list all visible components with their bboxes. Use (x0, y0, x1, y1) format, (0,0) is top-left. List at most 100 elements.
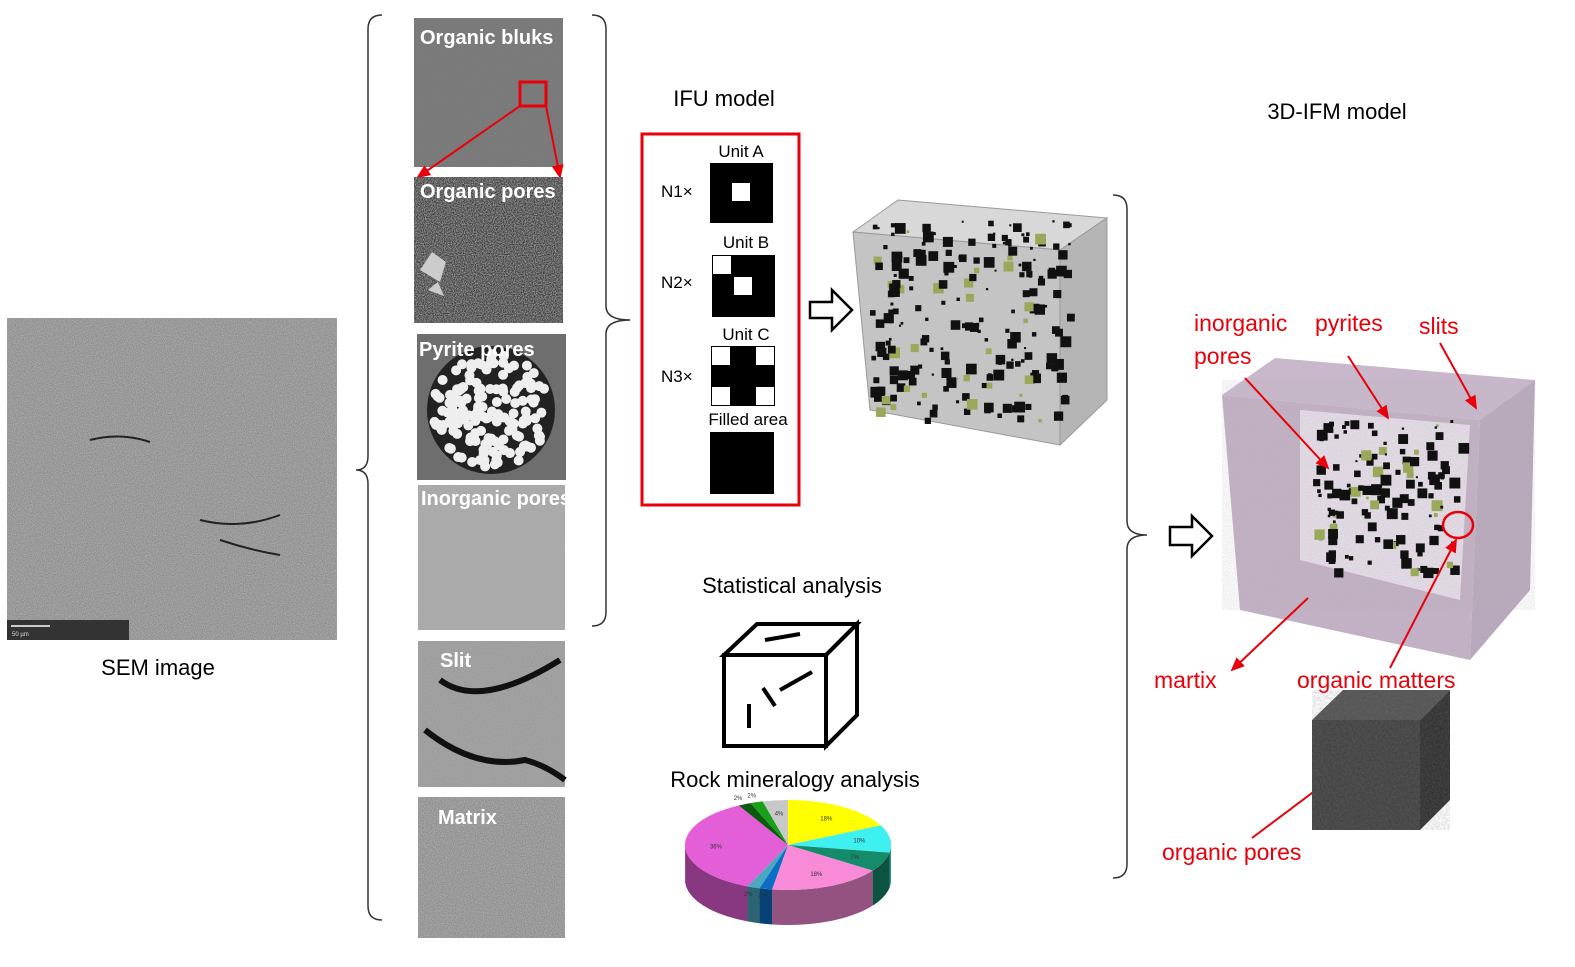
pore-mark (969, 273, 977, 282)
pore-mark (995, 354, 1006, 365)
pore-mark (900, 321, 904, 325)
pyrite-mark (965, 293, 974, 302)
pore-mark (1355, 460, 1358, 463)
pore-mark (1067, 223, 1072, 228)
pyrite-mark (1024, 375, 1034, 385)
pore-mark (1350, 420, 1360, 430)
pore-mark (1354, 470, 1361, 478)
pore-mark (1012, 405, 1020, 413)
pore-mark (890, 223, 896, 228)
pie-slice (762, 800, 788, 845)
pore-mark (1407, 499, 1415, 506)
pyrite-crystal (498, 434, 509, 445)
pore-mark (1438, 472, 1445, 479)
pyrite-mark (1378, 447, 1387, 455)
pie-slice (750, 801, 788, 845)
pyrite-crystal (475, 383, 486, 394)
thumb-slit: Slit (418, 641, 567, 787)
pyrite-crystal (526, 383, 537, 394)
pore-mark (940, 351, 950, 361)
pyrite-mark (1023, 318, 1028, 324)
brace-to-ifm (1112, 194, 1148, 879)
pyrite-mark (1314, 529, 1325, 540)
pore-mark (1024, 347, 1027, 350)
pyrite-mark (1372, 466, 1384, 478)
pore-mark (1053, 243, 1060, 250)
pore-mark (915, 305, 922, 312)
svg-text:Unit A: Unit A (718, 142, 764, 161)
pore-mark (983, 257, 995, 268)
pyrite-crystal (463, 420, 474, 431)
pyrite-mark (1024, 302, 1034, 312)
svg-text:Organic pores: Organic pores (420, 181, 556, 203)
pore-mark (943, 386, 949, 392)
pore-mark (1442, 466, 1450, 475)
pore-mark (882, 353, 890, 361)
pyrite-mark (956, 377, 959, 380)
pore-mark (1002, 241, 1006, 245)
pore-mark (1047, 269, 1057, 279)
pie-label: 2% (747, 794, 756, 800)
pore-mark (1063, 269, 1073, 279)
svg-text:organic matters: organic matters (1297, 667, 1456, 693)
pyrite-mark (1038, 418, 1042, 423)
pore-mark (973, 257, 980, 264)
pore-mark (932, 232, 936, 236)
pore-mark (1429, 474, 1440, 486)
pyrite-mark (921, 392, 927, 398)
pore-mark (898, 268, 909, 279)
svg-text:Inorganic pores: Inorganic pores (421, 488, 571, 510)
pore-mark (1053, 289, 1062, 299)
svg-text:Organic bluks: Organic bluks (420, 27, 553, 49)
pore-mark (985, 288, 989, 291)
svg-text:Unit C: Unit C (722, 325, 769, 344)
svg-text:Slit: Slit (440, 650, 471, 672)
pore-mark (1021, 233, 1025, 237)
pore-mark (1406, 479, 1415, 489)
pore-mark (1057, 411, 1061, 416)
pore-mark (1437, 525, 1444, 532)
pore-mark (1007, 338, 1017, 349)
pore-mark (1348, 556, 1354, 561)
pore-mark (877, 347, 887, 357)
pore-mark (944, 271, 949, 276)
pore-mark (1402, 456, 1411, 465)
pyrite-crystal (504, 448, 515, 459)
pore-mark (938, 280, 948, 289)
pyrite-crystal (504, 425, 515, 436)
pore-mark (875, 262, 883, 271)
pore-mark (921, 335, 930, 343)
pore-mark (956, 400, 960, 404)
pore-mark (1005, 239, 1012, 246)
pyrite-mark (963, 374, 970, 382)
pore-mark (1318, 493, 1322, 498)
pyrite-crystal (457, 359, 468, 370)
pore-mark (1401, 512, 1409, 520)
pore-mark (969, 323, 979, 332)
pore-mark (908, 276, 914, 281)
pore-mark (1313, 479, 1321, 487)
svg-text:N3×: N3× (661, 367, 693, 386)
pore-mark (883, 313, 894, 324)
pore-mark (1010, 331, 1021, 343)
pyrite-crystal (511, 430, 522, 441)
pie-label: 2% (744, 892, 753, 898)
pore-mark (932, 404, 938, 411)
pie-slice-side (772, 870, 873, 925)
pore-mark (1026, 271, 1033, 278)
pyrite-crystal (504, 416, 515, 427)
pyrite-crystal (530, 413, 541, 424)
pyrite-crystal (487, 446, 498, 457)
pyrite-mark (1318, 536, 1324, 541)
pore-mark (1334, 568, 1344, 578)
pyrite-crystal (458, 382, 469, 393)
pyrite-crystal (437, 405, 448, 416)
svg-text:slits: slits (1419, 313, 1459, 339)
pore-mark (941, 300, 946, 305)
pore-mark (1020, 359, 1025, 363)
pore-mark (1058, 250, 1068, 260)
pore-mark (987, 233, 996, 241)
svg-text:Matrix: Matrix (438, 807, 497, 829)
svg-text:pores: pores (1194, 343, 1252, 369)
pyrite-mark (1007, 255, 1013, 261)
